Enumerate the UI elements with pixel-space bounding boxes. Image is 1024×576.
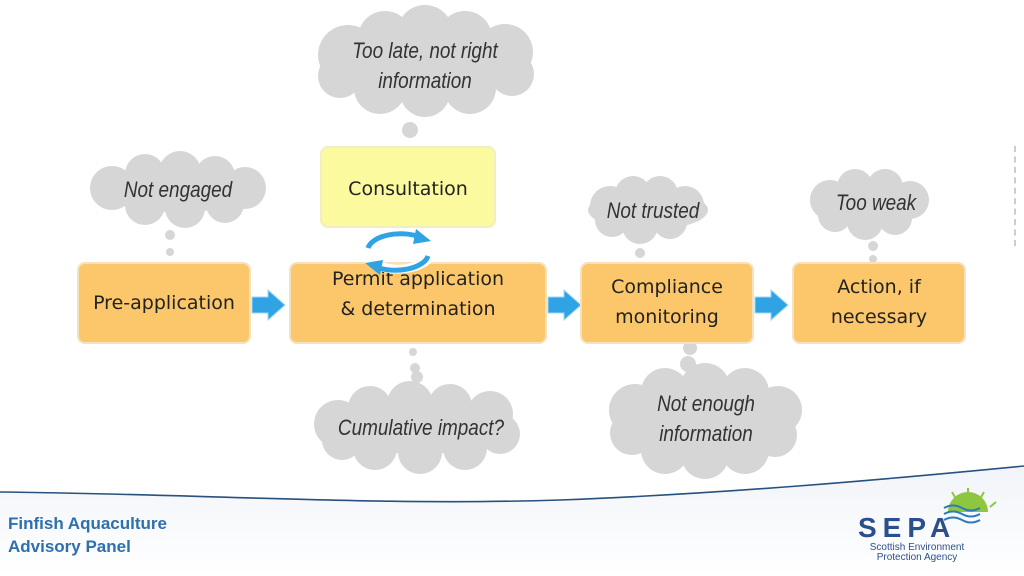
arrow-3 <box>754 288 789 322</box>
issue-not-engaged: Not engaged <box>123 177 233 202</box>
footer-title-line-1: Finfish Aquaculture <box>8 514 167 533</box>
compliance-label-line-2: monitoring <box>615 306 719 328</box>
issue-cumulative-impact: Cumulative impact? <box>337 415 505 440</box>
cloud-not-engaged <box>90 151 266 228</box>
pre-application-label: Pre-application <box>93 292 235 314</box>
permit-application-box: Permit application & determination <box>289 262 547 344</box>
cloud-too-late <box>318 5 534 117</box>
arrow-2 <box>547 288 582 322</box>
consultation-label: Consultation <box>348 178 468 200</box>
issue-too-late-line-2: information <box>378 68 472 93</box>
bubble-trails <box>165 122 878 383</box>
edge-dashed-line <box>1014 146 1018 246</box>
pre-application-box: Pre-application <box>77 262 251 344</box>
cloud-not-trusted <box>588 176 708 244</box>
compliance-label-line-1: Compliance <box>611 276 723 298</box>
action-label-line-1: Action, if <box>837 276 921 298</box>
footer-title: Finfish Aquaculture Advisory Panel <box>8 512 167 558</box>
sepa-logo-text: SEPA <box>858 512 957 543</box>
compliance-monitoring-box: Compliance monitoring <box>580 262 754 344</box>
issue-too-late: Too late, not right information <box>339 36 511 96</box>
cloud-not-enough <box>609 363 802 479</box>
cloud-too-weak <box>810 169 929 240</box>
sepa-subtitle-line-1: Scottish Environment <box>869 542 965 553</box>
cloud-cumulative <box>314 381 520 474</box>
flow-arrows <box>251 288 789 322</box>
sepa-subtitle-line-2: Protection Agency <box>876 552 958 563</box>
footer-title-line-2: Advisory Panel <box>8 537 131 556</box>
arrow-1 <box>251 288 286 322</box>
issue-not-enough-line-1: Not enough <box>657 391 755 416</box>
action-label-line-2: necessary <box>830 306 928 328</box>
sepa-logo-subtitle: Scottish Environment Protection Agency <box>852 543 982 563</box>
issue-too-weak: Too weak <box>835 190 917 215</box>
footer-wave-fill <box>0 466 1024 576</box>
permit-label-line-1: Permit application <box>331 268 505 290</box>
permit-label-line-2: & determination <box>340 298 496 320</box>
issue-not-enough-line-2: information <box>659 421 753 446</box>
issue-not-enough-info: Not enough information <box>637 389 775 449</box>
issue-too-late-line-1: Too late, not right <box>352 38 498 63</box>
action-box: Action, if necessary <box>792 262 966 344</box>
issue-not-trusted: Not trusted <box>606 198 700 223</box>
sepa-logo-emblem <box>943 488 997 524</box>
footer-wave-line <box>0 465 1024 503</box>
consultation-box: Consultation <box>320 146 496 228</box>
